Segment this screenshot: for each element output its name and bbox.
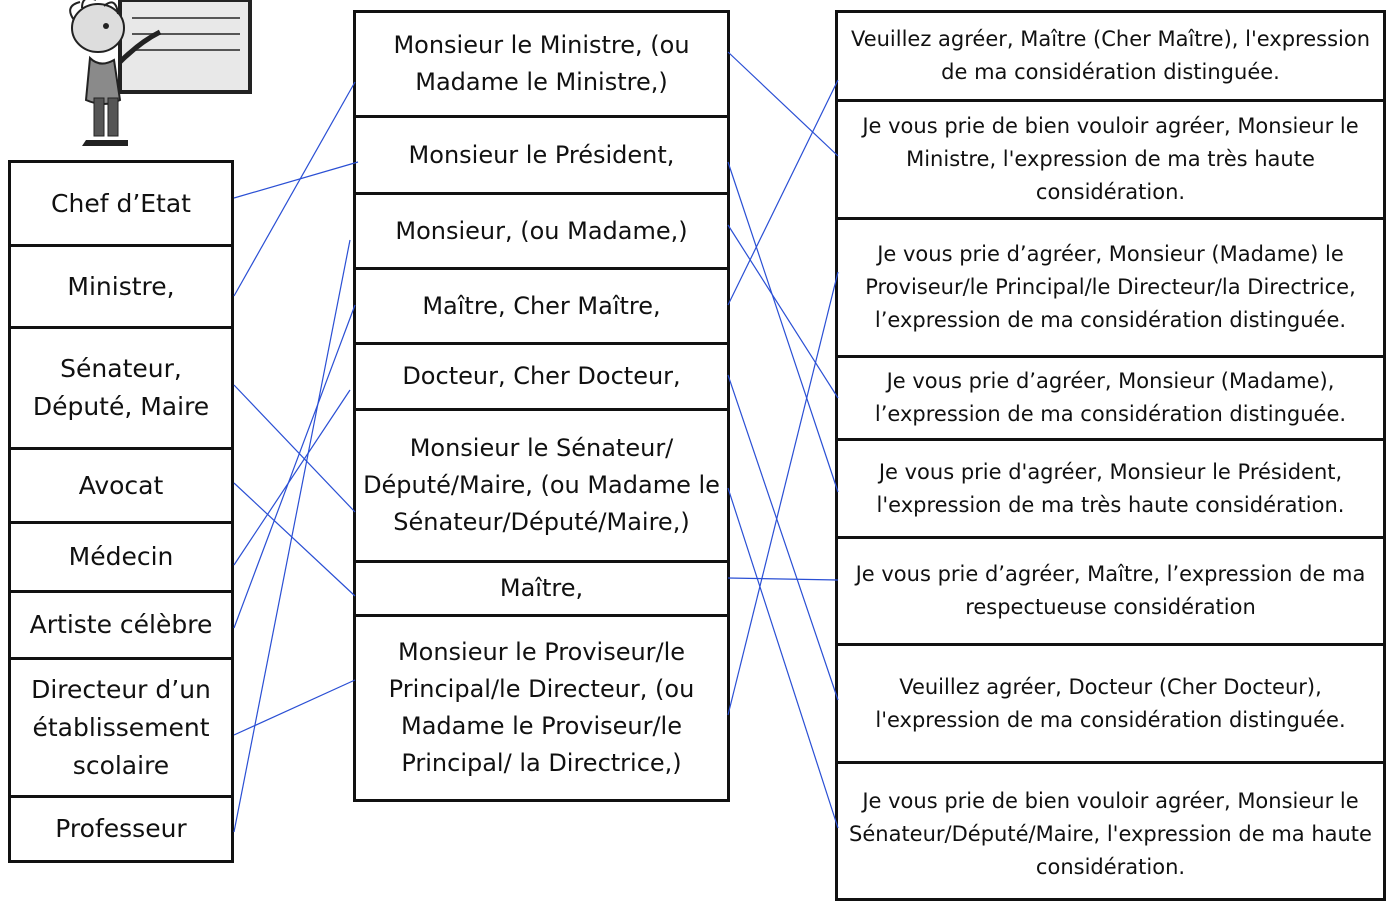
right-cell[interactable]: Veuillez agréer, Docteur (Cher Docteur),… (838, 646, 1383, 764)
connection-line (727, 271, 839, 716)
middle-cell[interactable]: Maître, (356, 563, 727, 617)
right-cell[interactable]: Je vous prie d’agréer, Monsieur (Madame)… (838, 220, 1383, 358)
right-cell[interactable]: Je vous prie de bien vouloir agréer, Mon… (838, 102, 1383, 220)
right-cell[interactable]: Veuillez agréer, Maître (Cher Maître), l… (838, 13, 1383, 102)
middle-cell[interactable]: Monsieur le Sénateur/ Député/Maire, (ou … (356, 411, 727, 563)
left-cell[interactable]: Avocat (11, 450, 231, 524)
connection-line (233, 239, 351, 833)
right-cell[interactable]: Je vous prie d’agréer, Maître, l’express… (838, 539, 1383, 646)
connection-line (727, 161, 839, 493)
left-column: Chef d’Etat Ministre, Sénateur, Député, … (8, 160, 234, 863)
left-cell[interactable]: Artiste célèbre (11, 593, 231, 660)
connection-line (727, 79, 839, 306)
middle-cell[interactable]: Maître, Cher Maître, (356, 270, 727, 345)
middle-cell[interactable]: Monsieur le Ministre, (ou Madame le Mini… (356, 13, 727, 118)
middle-cell[interactable]: Docteur, Cher Docteur, (356, 345, 727, 411)
connection-line (233, 304, 356, 629)
left-cell[interactable]: Professeur (55, 814, 187, 843)
left-cell[interactable]: Ministre, (11, 247, 231, 329)
connection-line (233, 161, 359, 199)
middle-cell[interactable]: Monsieur, (ou Madame,) (356, 195, 727, 270)
connection-line (727, 374, 839, 701)
right-cell[interactable]: Je vous prie d'agréer, Monsieur le Prési… (838, 441, 1383, 539)
middle-cell[interactable]: Monsieur le Proviseur/le Principal/le Di… (388, 638, 695, 777)
left-cell[interactable]: Sénateur, Député, Maire (11, 329, 231, 450)
connection-line (233, 384, 356, 513)
left-cell[interactable]: Médecin (11, 524, 231, 593)
right-cell[interactable]: Je vous prie de bien vouloir agréer, Mon… (849, 788, 1372, 879)
connection-line (233, 679, 356, 736)
middle-column: Monsieur le Ministre, (ou Madame le Mini… (353, 10, 730, 802)
connection-line (233, 389, 351, 566)
connection-line (727, 224, 839, 399)
middle-cell[interactable]: Monsieur le Président, (356, 118, 727, 195)
connection-line (727, 487, 839, 829)
connection-line (727, 577, 839, 581)
left-cell[interactable]: Chef d’Etat (11, 163, 231, 247)
left-cell[interactable]: Directeur d’un établissement scolaire (11, 660, 231, 798)
right-column: Veuillez agréer, Maître (Cher Maître), l… (835, 10, 1386, 901)
connection-line (727, 51, 839, 157)
teacher-illustration (69, 0, 252, 146)
connection-line (233, 482, 356, 597)
right-cell[interactable]: Je vous prie d’agréer, Monsieur (Madame)… (838, 358, 1383, 441)
